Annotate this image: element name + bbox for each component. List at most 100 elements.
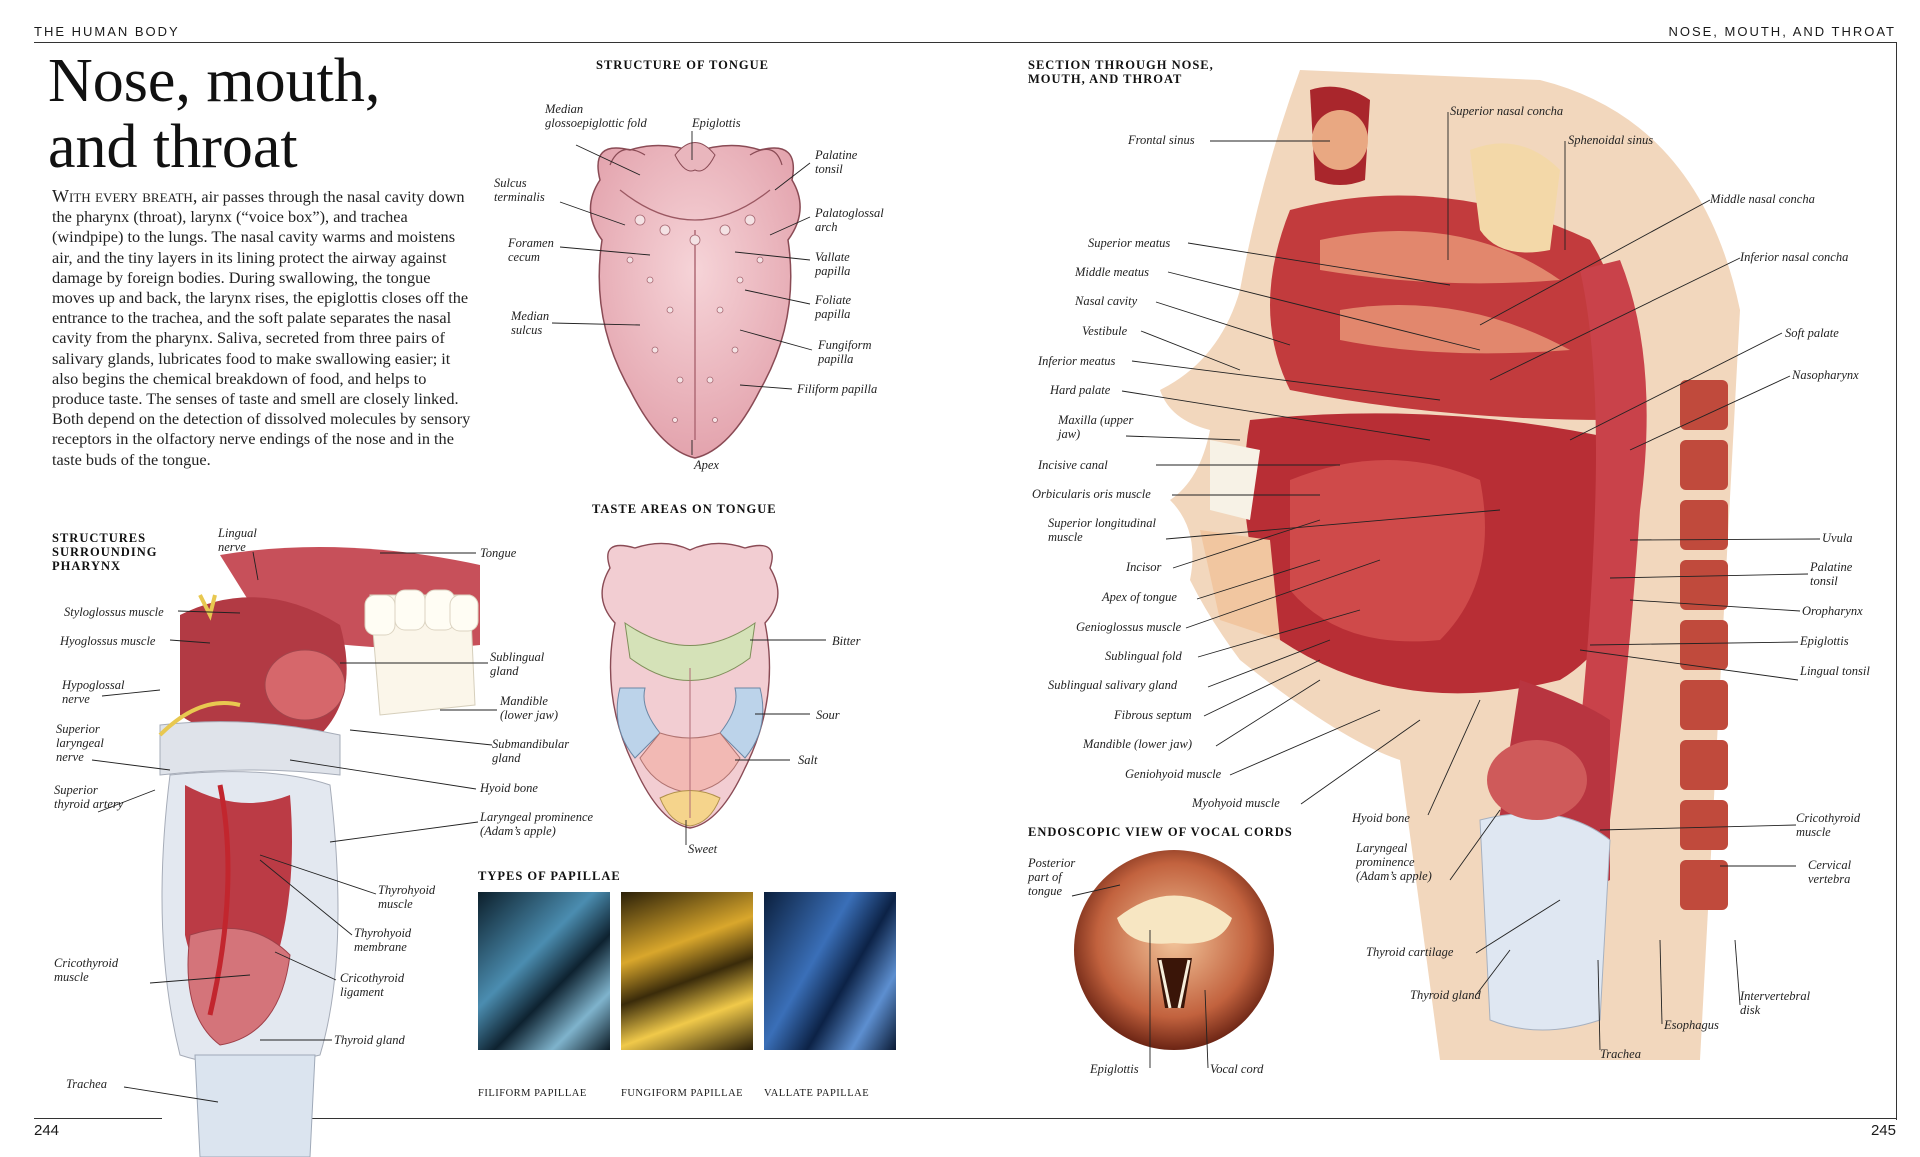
label-vallate-papilla: Vallate papilla xyxy=(815,250,851,278)
label-sulcus-terminalis: Sulcus terminalis xyxy=(494,176,545,204)
label-tongue: Tongue xyxy=(480,546,517,560)
label-geniohyoid: Geniohyoid muscle xyxy=(1125,767,1222,781)
running-head-right: NOSE, MOUTH, AND THROAT xyxy=(1668,24,1896,39)
intro-lead: With every breath, xyxy=(52,186,198,206)
heading-section: SECTION THROUGH NOSE, MOUTH, AND THROAT xyxy=(1028,58,1214,86)
label-section-trachea: Trachea xyxy=(1600,1047,1641,1061)
label-posterior-tongue: Posterior part of tongue xyxy=(1028,856,1076,898)
label-hyoglossus: Hyoglossus muscle xyxy=(60,634,156,648)
label-apex-of-tongue: Apex of tongue xyxy=(1102,590,1177,604)
label-sublingual-salivary: Sublingual salivary gland xyxy=(1048,678,1178,692)
page-border-right xyxy=(1896,42,1897,1120)
label-tongue-epiglottis: Epiglottis xyxy=(692,116,741,130)
label-section-laryngeal-prominence: Laryngeal prominence (Adam’s apple) xyxy=(1356,841,1432,883)
label-styloglossus: Styloglossus muscle xyxy=(64,605,164,619)
label-middle-meatus: Middle meatus xyxy=(1075,265,1149,279)
endoscopic-illustration xyxy=(1074,850,1274,1050)
label-sublingual-gland: Sublingual gland xyxy=(490,650,545,678)
label-thyroid-cartilage: Thyroid cartilage xyxy=(1366,945,1454,959)
papilla-image-vallate xyxy=(764,892,896,1050)
label-genioglossus: Genioglossus muscle xyxy=(1076,620,1182,634)
label-hyoid-bone: Hyoid bone xyxy=(480,781,538,795)
label-nasopharynx: Nasopharynx xyxy=(1792,368,1859,382)
label-inferior-meatus: Inferior meatus xyxy=(1038,354,1116,368)
heading-taste-areas: TASTE AREAS ON TONGUE xyxy=(592,502,777,516)
label-section-palatine-tonsil: Palatine tonsil xyxy=(1810,560,1853,588)
label-lingual-nerve: Lingual nerve xyxy=(218,526,257,554)
bottom-rule-left xyxy=(34,1118,162,1119)
pharynx-structures-illustration xyxy=(158,547,480,1157)
label-bitter: Bitter xyxy=(832,634,861,648)
page-number-left: 244 xyxy=(34,1122,60,1139)
label-maxilla: Maxilla (upper jaw) xyxy=(1058,413,1134,441)
label-thyrohyoid-muscle: Thyrohyoid muscle xyxy=(378,883,436,911)
label-section-hyoid: Hyoid bone xyxy=(1352,811,1410,825)
label-superior-thyroid: Superior thyroid artery xyxy=(54,783,124,811)
label-palatine-tonsil: Palatine tonsil xyxy=(815,148,858,176)
label-endo-epiglottis: Epiglottis xyxy=(1090,1062,1139,1076)
label-cricothyroid-ligament: Cricothyroid ligament xyxy=(340,971,405,999)
label-sphenoidal-sinus: Sphenoidal sinus xyxy=(1568,133,1654,147)
label-superior-longitudinal: Superior longitudinal muscle xyxy=(1048,516,1156,544)
caption-vallate: VALLATE PAPILLAE xyxy=(764,1088,870,1099)
label-incisive-canal: Incisive canal xyxy=(1038,458,1108,472)
label-trachea: Trachea xyxy=(66,1077,107,1091)
label-section-thyroid-gland: Thyroid gland xyxy=(1410,988,1481,1002)
label-laryngeal-prominence: Laryngeal prominence (Adam’s apple) xyxy=(480,810,594,838)
label-sublingual-fold: Sublingual fold xyxy=(1105,649,1182,663)
label-superior-meatus: Superior meatus xyxy=(1088,236,1171,250)
bottom-rule-mid xyxy=(282,1118,1896,1119)
label-sweet: Sweet xyxy=(688,842,718,856)
label-orbicularis: Orbicularis oris muscle xyxy=(1032,487,1151,501)
label-section-mandible: Mandible (lower jaw) xyxy=(1083,737,1193,751)
label-lingual-tonsil: Lingual tonsil xyxy=(1800,664,1870,678)
label-incisor: Incisor xyxy=(1126,560,1162,574)
heading-pharynx: STRUCTURES SURROUNDING PHARYNX xyxy=(52,531,158,573)
top-rule xyxy=(34,42,1896,43)
label-superior-laryngeal: Superior laryngeal nerve xyxy=(56,722,104,764)
label-superior-nasal-concha: Superior nasal concha xyxy=(1450,104,1564,118)
label-section-epiglottis: Epiglottis xyxy=(1800,634,1849,648)
label-submandibular: Submandibular gland xyxy=(492,737,570,765)
label-intervertebral-disk: Intervertebral disk xyxy=(1740,989,1811,1017)
label-uvula: Uvula xyxy=(1822,531,1853,545)
label-foramen-cecum: Foramen cecum xyxy=(508,236,554,264)
label-fibrous-septum: Fibrous septum xyxy=(1114,708,1192,722)
label-apex: Apex xyxy=(694,458,719,472)
label-nasal-cavity: Nasal cavity xyxy=(1075,294,1138,308)
heading-tongue-structure: STRUCTURE OF TONGUE xyxy=(596,58,769,72)
label-sour: Sour xyxy=(816,708,840,722)
label-filiform-papilla: Filiform papilla xyxy=(797,382,878,396)
label-foliate-papilla: Foliate papilla xyxy=(815,293,852,321)
heading-papillae: TYPES OF PAPILLAE xyxy=(478,869,621,883)
label-thyrohyoid-membrane: Thyrohyoid membrane xyxy=(354,926,412,954)
heading-endoscopic: ENDOSCOPIC VIEW OF VOCAL CORDS xyxy=(1028,825,1293,839)
label-median-fold: Median glossoepiglottic fold xyxy=(545,102,647,130)
label-vocal-cord: Vocal cord xyxy=(1210,1062,1264,1076)
label-cricothyroid-muscle: Cricothyroid muscle xyxy=(54,956,119,984)
label-soft-palate: Soft palate xyxy=(1785,326,1839,340)
caption-filiform: FILIFORM PAPILLAE xyxy=(478,1088,587,1099)
tongue-structure-illustration xyxy=(589,142,801,459)
label-cricothyroid: Cricothyroid muscle xyxy=(1796,811,1861,839)
label-median-sulcus: Median sulcus xyxy=(511,309,550,337)
papilla-image-filiform xyxy=(478,892,610,1050)
label-mandible: Mandible (lower jaw) xyxy=(500,694,558,722)
label-palatoglossal-arch: Palatoglossal arch xyxy=(815,206,884,234)
label-mylohyoid: Myohyoid muscle xyxy=(1192,796,1280,810)
taste-areas-illustration xyxy=(601,542,779,829)
label-cervical-vertebra: Cervical vertebra xyxy=(1808,858,1852,886)
intro-paragraph: With every breath, air passes through th… xyxy=(52,186,472,470)
label-frontal-sinus: Frontal sinus xyxy=(1128,133,1195,147)
papilla-image-fungiform xyxy=(621,892,753,1050)
intro-body: air passes through the nasal cavity down… xyxy=(52,187,471,469)
running-head-left: THE HUMAN BODY xyxy=(34,24,180,39)
page-title: Nose, mouth, and throat xyxy=(48,47,381,181)
label-hard-palate: Hard palate xyxy=(1050,383,1111,397)
label-oropharynx: Oropharynx xyxy=(1802,604,1863,618)
label-thyroid-gland: Thyroid gland xyxy=(334,1033,405,1047)
page-number-right: 245 xyxy=(1870,1122,1896,1139)
label-esophagus: Esophagus xyxy=(1664,1018,1719,1032)
label-salt: Salt xyxy=(798,753,818,767)
caption-fungiform: FUNGIFORM PAPILLAE xyxy=(621,1088,744,1099)
